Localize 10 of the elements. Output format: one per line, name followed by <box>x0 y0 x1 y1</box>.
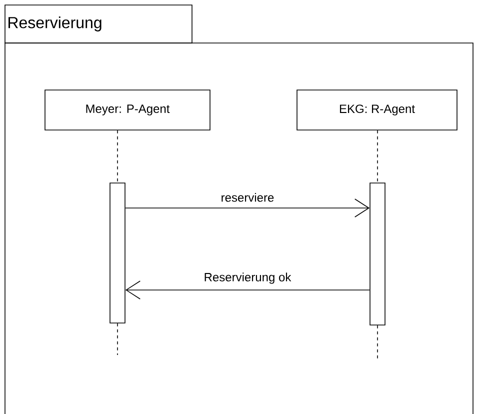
lifeline-box: EKG: R-Agent <box>296 90 458 130</box>
lifeline <box>377 130 378 183</box>
message-arrow <box>125 280 370 300</box>
lifeline-box: Meyer: P-Agent <box>44 90 210 130</box>
message-arrow <box>125 198 370 218</box>
message-label: Reservierung ok <box>204 272 292 284</box>
activation-bar <box>370 182 386 326</box>
lifeline <box>117 130 118 183</box>
message-label: reserviere <box>222 193 274 202</box>
activation-bar <box>110 182 126 324</box>
